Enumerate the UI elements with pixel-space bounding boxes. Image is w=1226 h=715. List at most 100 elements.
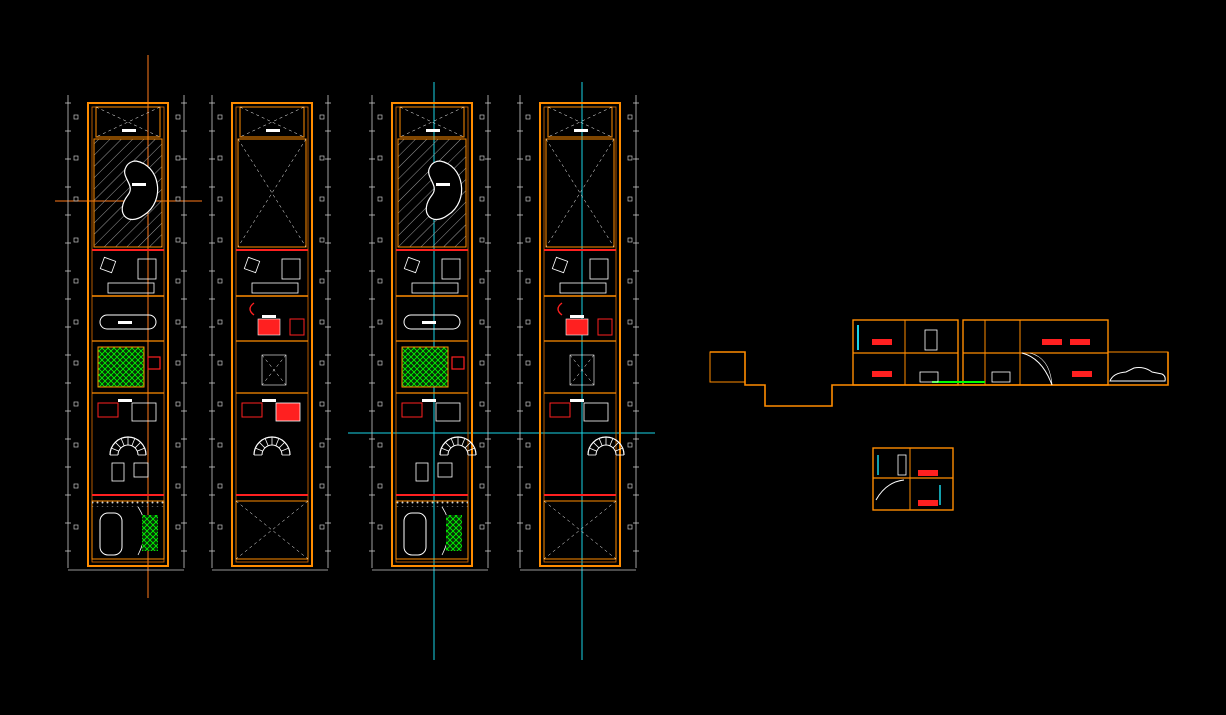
spiral-stair-icon [1029,352,1053,386]
sofa-icon [281,258,301,280]
dimension-marker [377,524,383,530]
dimension-marker [377,237,383,243]
table [919,371,939,383]
dimension-marker [175,237,181,243]
outer-wall [231,102,313,567]
dimension-marker [627,278,633,284]
dimension-marker [525,278,531,284]
room-tag [426,129,440,132]
dimension-marker [627,360,633,366]
room-tag [436,183,450,186]
stair-tread [264,438,269,446]
tree-icon [446,515,462,551]
dimension-marker [377,278,383,284]
paving [92,501,164,507]
dimension-marker [319,483,325,489]
stair-tread [114,441,122,449]
dimension-marker [627,524,633,530]
room-tag [422,321,436,324]
bed-icon [131,402,157,422]
dimension-marker [377,360,383,366]
room-tag [262,315,276,318]
car-icon [403,512,427,556]
dimension-marker [73,155,79,161]
dimension-marker [319,524,325,530]
pool-section [709,351,746,383]
sofa-icon [1070,339,1090,345]
outer-wall [391,102,473,567]
room-tag [118,321,132,324]
bookshelf [251,282,299,294]
dimension-marker [377,114,383,120]
dimension-marker [627,155,633,161]
dimension-marker [525,524,531,530]
bath-fixture [401,402,423,418]
bed-icon [435,402,461,422]
dimension-marker [217,237,223,243]
dimension-marker [319,196,325,202]
spiral-stair-icon [261,444,283,456]
table [99,314,157,330]
sofa-icon [1042,339,1062,345]
diagonal-mark [261,354,287,386]
dimension-marker [525,196,531,202]
spiral-stair-icon [1021,352,1053,386]
terrace [95,106,161,138]
dimension-marker [319,114,325,120]
dimension-marker [627,319,633,325]
bath-fixture [549,402,571,418]
sofa-icon [403,256,421,274]
dimension-marker [217,401,223,407]
floor-plan [369,95,491,571]
bed-icon [565,318,589,336]
dimension-marker [479,524,485,530]
sofa-icon [872,339,892,345]
dimension-marker [319,442,325,448]
sofa-icon [99,256,117,274]
table [403,314,461,330]
stair-tread [120,438,125,446]
sofa-icon [137,258,157,280]
dimension-marker [319,278,325,284]
dimension-marker [73,401,79,407]
sofa-icon [551,256,569,274]
room-tag [122,129,136,132]
bookshelf [559,282,607,294]
sofa-icon [918,470,938,476]
stair-tread [131,438,136,446]
dimension-marker [479,196,485,202]
bath-fixture [147,356,161,370]
garage [235,500,309,560]
dimension-marker [175,442,181,448]
dimension-marker [175,319,181,325]
stair-tread [281,447,289,452]
terrace [239,106,305,138]
dimension-marker [217,196,223,202]
sofa-icon [872,371,892,377]
dimension-marker [627,401,633,407]
dimension-marker [479,360,485,366]
dimension-marker [479,155,485,161]
dimension-marker [479,114,485,120]
stair-tread [444,441,452,449]
dimension-marker [73,524,79,530]
bed-icon [257,318,281,336]
dimension-marker [217,483,223,489]
ground-line [710,351,1169,407]
bath-fixture [451,356,465,370]
dimension-marker [525,442,531,448]
stair-tread [612,441,620,449]
stair-tread [441,447,449,452]
bed-icon [275,402,301,422]
dimension-marker [175,483,181,489]
room-tag [262,399,276,402]
bath-fixture [97,402,119,418]
bed-icon [583,402,609,422]
dimension-marker [217,524,223,530]
stair-tread [615,447,623,452]
door-swing [557,302,563,316]
sofa-icon [441,258,461,280]
floor-plans [65,95,639,571]
spiral-stair-icon [875,479,905,501]
